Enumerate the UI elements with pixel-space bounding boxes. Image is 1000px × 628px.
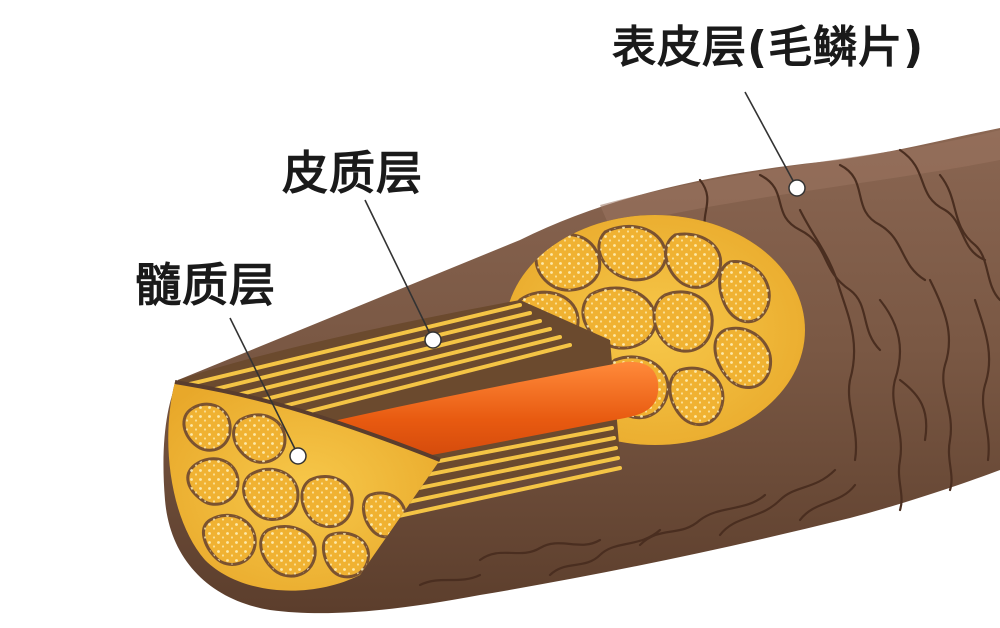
leader-dot-cuticle: [788, 179, 806, 197]
left-cross-section: [168, 380, 441, 591]
label-medulla: 髓质层: [135, 258, 276, 312]
leader-line-cortex: [364, 199, 433, 339]
hair-shaft-highlight: [600, 130, 1000, 228]
leader-line-cuticle: [744, 91, 798, 189]
leader-lines: [229, 91, 798, 456]
label-cuticle: 表皮层(毛鳞片): [612, 22, 925, 73]
cuticle-scale-lines: [418, 148, 1000, 587]
leader-line-medulla: [229, 317, 299, 456]
label-cortex: 皮质层: [282, 146, 423, 200]
leader-dots: [289, 179, 806, 465]
leader-dot-cortex: [424, 331, 442, 349]
leader-dot-medulla: [289, 447, 307, 465]
